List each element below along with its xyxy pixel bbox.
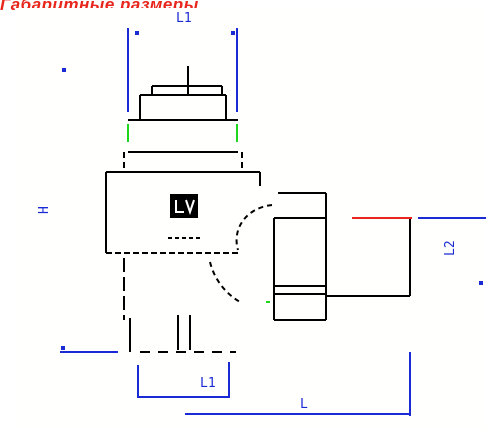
dim-label-length: L	[300, 397, 308, 412]
valve-outline	[105, 66, 411, 353]
port-arc-upper	[235, 204, 273, 251]
dim-point	[231, 31, 235, 35]
dim-label-top: L1	[176, 11, 192, 26]
dim-point	[479, 281, 483, 285]
dim-label-bottom-outlet: L1	[200, 376, 216, 391]
dim-point	[62, 68, 66, 72]
dimension-points	[61, 31, 483, 350]
dim-label-right: L2	[443, 240, 458, 256]
dim-point	[61, 346, 65, 350]
green-marks	[127, 124, 270, 303]
port-arc-lower	[209, 261, 241, 303]
actuator-logo	[168, 194, 200, 239]
dim-label-left: H	[37, 206, 52, 214]
logo-block	[170, 194, 198, 218]
dimension-lines	[60, 28, 486, 416]
logo-glyph	[175, 199, 195, 216]
dim-point	[135, 31, 139, 35]
